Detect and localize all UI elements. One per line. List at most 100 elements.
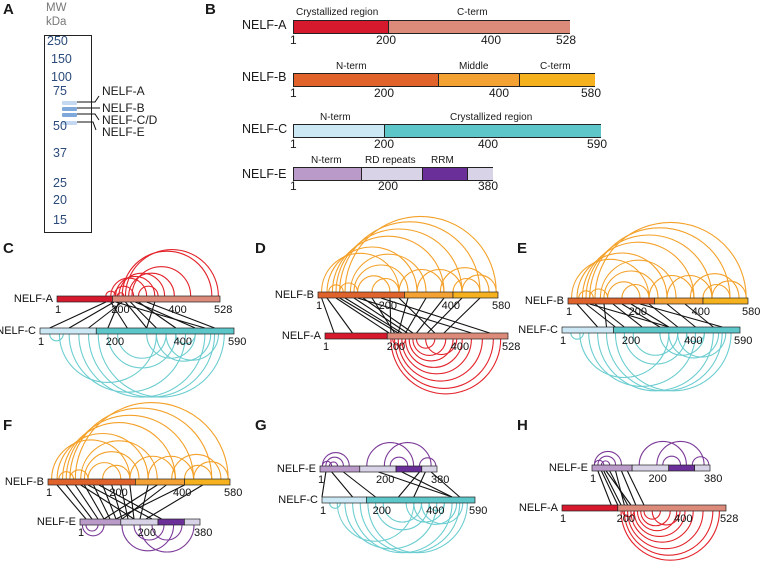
protein-label: NELF-C — [518, 324, 558, 336]
intra-arcs-nelf-b — [321, 215, 497, 293]
domain-bar-nelf-c — [293, 124, 601, 138]
gel-lane — [44, 35, 92, 233]
crosslink-line — [321, 471, 327, 498]
crosslink-line — [93, 484, 111, 520]
tick-label: 1 — [566, 306, 572, 318]
crosslink-arc — [668, 332, 720, 359]
crosslink-line — [626, 470, 645, 506]
tick-label: 400 — [174, 336, 192, 348]
tick-label: 1 — [560, 513, 566, 525]
crosslink-line — [121, 484, 167, 520]
intra-arcs-nelf-a — [390, 338, 502, 395]
crosslink-arc — [69, 407, 213, 480]
crosslink-arc — [117, 333, 167, 359]
crosslink-line — [321, 297, 335, 334]
crosslink-arc — [389, 456, 409, 467]
domain-label: Middle — [459, 61, 489, 72]
crosslink-arc — [413, 502, 458, 525]
domain-name-nelf-a: NELF-A — [242, 18, 287, 32]
crosslink-arc — [401, 338, 472, 375]
crosslink-arc — [383, 442, 432, 467]
bar-segment — [617, 504, 727, 512]
crosslink-arc — [581, 241, 695, 299]
domain-crystallized-a — [294, 21, 388, 33]
crosslink-line — [331, 471, 354, 498]
tick-label: 1 — [590, 473, 596, 485]
mw-marker: 15 — [53, 213, 67, 227]
domain-label: N-term — [320, 112, 351, 123]
crosslink-line — [56, 484, 87, 520]
crosslink-arc — [397, 338, 483, 382]
crosslink-line — [103, 484, 158, 520]
crosslink-arc — [415, 338, 436, 349]
crosslink-line — [343, 471, 376, 498]
tick-label: 1 — [560, 335, 566, 347]
crosslink-arc — [636, 510, 678, 532]
crosslink-line — [362, 297, 414, 334]
crosslink-line — [74, 484, 99, 520]
protein-label: NELF-A — [14, 293, 54, 305]
tick-label: 1 — [46, 487, 52, 499]
crosslink-line — [115, 484, 185, 520]
protein-label: NELF-B — [275, 289, 314, 301]
crosslink-arc — [627, 510, 704, 550]
crosslink-line — [620, 470, 637, 506]
crosslink-arc — [621, 283, 650, 299]
gel-band-b — [62, 107, 77, 111]
intra-arcs-nelf-e — [321, 442, 437, 467]
crosslink-line — [443, 297, 481, 334]
tick-label: 1 — [290, 179, 297, 193]
tick-label: 380 — [194, 527, 212, 539]
crosslink-arc — [689, 273, 740, 299]
tick-label: 200 — [387, 341, 405, 353]
bar-segment — [668, 464, 696, 472]
band-label-nelf-cd: NELF-C/D — [102, 113, 158, 127]
crosslink-arc — [593, 450, 623, 466]
tick-label: 580 — [224, 487, 242, 499]
domain-label: RRM — [431, 155, 454, 166]
tick-label: 590 — [587, 137, 608, 151]
tick-label: 1 — [316, 300, 322, 312]
panel-label-h: H — [517, 417, 528, 434]
crosslink-arc — [632, 332, 679, 356]
leader-line — [77, 95, 100, 103]
crosslink-line — [600, 470, 619, 506]
bar-segment — [321, 496, 367, 504]
crosslink-arc — [69, 469, 89, 480]
crosslink-arc — [339, 282, 359, 293]
crosslink-line — [630, 303, 670, 328]
crosslink-line — [357, 297, 472, 334]
crosslink-arc — [321, 252, 400, 293]
crosslink-arc — [711, 280, 747, 299]
crosslink-arc — [366, 442, 415, 467]
crosslink-arc — [367, 502, 468, 554]
crosslink-line — [138, 301, 177, 329]
bar-segment — [395, 465, 423, 473]
crosslink-line — [68, 301, 115, 329]
crosslink-line — [430, 471, 461, 498]
mw-marker: 100 — [51, 70, 72, 84]
tick-label: 200 — [373, 505, 391, 517]
crosslink-arc — [633, 510, 686, 537]
crosslink-line — [146, 301, 156, 329]
bar-segment — [359, 465, 397, 473]
crosslink-line — [639, 303, 723, 328]
crosslink-arc — [328, 461, 339, 467]
tick-label: 200 — [379, 300, 397, 312]
crosslink-arc — [58, 471, 75, 480]
crosslink-arc — [51, 439, 131, 480]
crosslink-arc — [87, 462, 122, 480]
tick-label: 590 — [469, 505, 487, 517]
crosslink-arc — [643, 510, 661, 520]
crosslink-arc — [56, 432, 149, 480]
crosslink-arc — [151, 524, 183, 541]
bar-segment — [404, 291, 454, 299]
